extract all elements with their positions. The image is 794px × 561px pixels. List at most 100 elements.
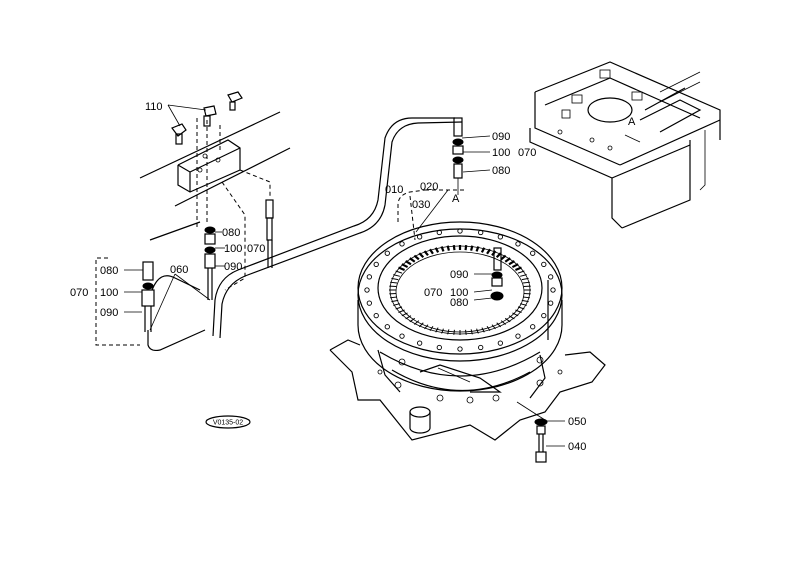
label-070-mid: 070 [247,243,265,255]
gear-tooth [440,246,445,252]
gear-tooth [480,247,486,253]
ring-gear-teeth [389,245,531,335]
label-view-a-top: A [452,193,460,205]
gear-tooth [447,329,450,335]
bolt-hole [497,234,504,240]
label-080-left: 080 [100,265,118,277]
bolt-hole [366,274,372,280]
label-100-top: 100 [492,147,510,159]
bolt-hole [478,229,484,236]
bolt-hole [384,250,390,256]
label-050: 050 [568,416,586,428]
gear-tooth [486,248,491,255]
gear-tooth [405,315,412,320]
gear-tooth [393,274,400,277]
gear-tooth [391,277,399,281]
gear-tooth [390,281,398,284]
bolt-hole [436,229,442,236]
gear-tooth [486,325,491,332]
hose-lines [147,117,465,352]
bolt-hole [416,234,423,240]
gear-tooth [405,260,412,266]
gear-tooth [500,254,507,261]
label-100-mid: 100 [224,243,242,255]
gear-tooth [500,320,506,325]
bolt-hole [497,340,504,346]
gear-tooth [465,329,467,335]
gear-tooth [496,322,502,328]
gear-tooth [398,309,405,313]
gear-tooth [470,329,473,335]
label-view-a-right: A [628,116,636,128]
gear-tooth [429,248,434,255]
gear-tooth [522,296,530,299]
gear-tooth [413,254,420,261]
gear-tooth [515,266,522,272]
bolt-hole [548,274,554,280]
gear-tooth [418,322,424,328]
label-080-mid: 080 [222,227,240,239]
bolt-hole [366,300,372,306]
label-070-left: 070 [70,287,88,299]
gear-tooth [517,306,525,310]
gear-tooth [508,315,515,320]
label-030: 030 [412,199,430,211]
gear-tooth [398,266,405,272]
fittings-110 [167,91,243,145]
fitting-stack-mid [204,199,274,300]
bolt-hole [530,324,536,330]
bolt-040 [534,418,565,463]
gear-tooth [395,306,403,310]
gear-tooth [393,303,400,306]
gear-tooth [481,327,485,333]
gear-tooth [435,327,439,333]
bolt-hole [478,344,484,351]
gear-tooth [418,252,425,259]
bolt-hole [384,324,390,330]
upper-frame [529,61,721,229]
bolt-hole [541,261,547,268]
gear-tooth [520,274,527,277]
label-010: 010 [385,184,403,196]
valve-block [139,111,291,291]
label-080-ring: 080 [450,297,468,309]
bolt-hole [399,241,405,247]
bolt-hole [364,287,370,293]
gear-tooth [453,329,455,335]
gear-tooth [504,317,511,323]
bolt-hole [373,312,379,319]
gear-tooth [475,246,480,252]
gear-tooth [409,257,416,263]
bolt-hole [550,287,556,293]
gear-tooth [395,270,403,274]
label-090-left: 090 [100,307,118,319]
gear-tooth [511,263,519,269]
bolt-hole [541,312,547,319]
gear-tooth [521,299,529,303]
lower-frame [329,339,606,441]
gear-tooth [515,309,522,313]
label-090-ring: 090 [450,269,468,281]
gear-tooth [476,328,479,334]
bolt-hole [457,228,463,234]
gear-tooth [424,324,429,330]
bolt-hole [515,241,521,247]
gear-tooth [434,247,440,253]
gear-tooth [512,312,519,317]
label-080-top: 080 [492,165,510,177]
bolt-hole [530,250,536,256]
gear-tooth [491,324,496,330]
gear-tooth [508,260,515,266]
gear-tooth [429,325,434,332]
gear-tooth [414,320,420,325]
gear-tooth [521,277,529,281]
bolt-hole [457,346,463,352]
label-060: 060 [170,264,188,276]
bolt-hole [416,340,423,346]
label-070-top: 070 [518,147,536,159]
bolt-hole [399,333,405,339]
label-100-left: 100 [100,287,118,299]
drawing-id-badge: V0135-02 [205,415,251,429]
gear-tooth [522,281,530,284]
bolt-hole [373,261,379,268]
